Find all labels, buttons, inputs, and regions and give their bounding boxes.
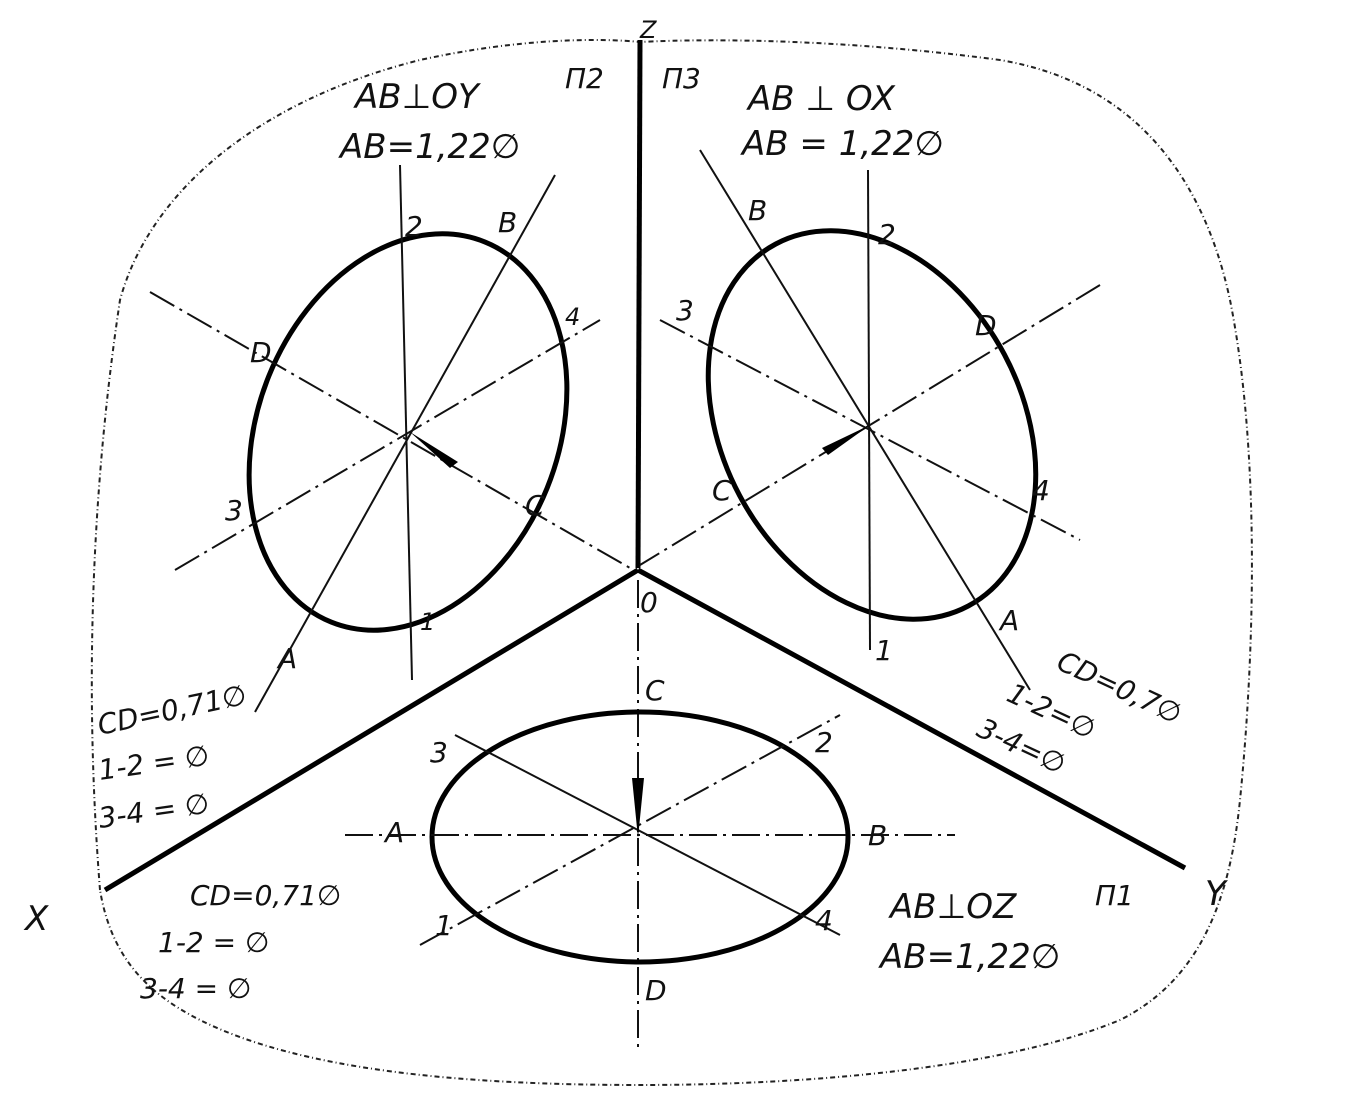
right-point-1: 1 [875,634,893,667]
left-point-1: 1 [420,608,435,636]
left-note-12: 1-2 = ∅ [96,739,211,787]
bottom-ellipse [429,709,851,965]
left-note-34: 3-4 = ∅ [96,787,211,835]
left-note-cd: CD=0,71∅ [95,678,250,742]
right-ellipse [705,228,1039,622]
left-point-b: B [498,206,517,239]
bottom-title-perp: AB⊥OZ [888,887,1017,927]
right-ellipse-group [639,149,1101,691]
left-title-length: AB=1,22∅ [338,127,520,167]
plane-p1-label: П1 [1095,879,1134,912]
left-ellipse [246,231,570,633]
bottom-ellipse-group [345,709,955,965]
bottom-34-axis [454,734,841,936]
left-center-arrow [410,432,458,468]
z-axis-line [635,39,643,569]
right-vertical-axis [867,169,871,651]
left-cd-axis [149,291,631,569]
left-point-4: 4 [565,303,580,331]
bottom-12-axis [419,714,841,946]
bottom-point-4: 4 [815,904,833,937]
left-point-2: 2 [405,210,423,243]
plane-p2-label: П2 [565,62,604,95]
bottom-point-b: B [868,819,887,852]
right-title-perp: AB ⊥ OX [746,79,896,119]
plane-p3-label: П3 [662,62,701,95]
right-point-c: C [712,474,732,507]
bottom-point-3: 3 [430,736,448,769]
left-point-a: A [276,642,297,675]
right-major-axis [699,149,1031,691]
bottom-point-1: 1 [435,909,453,942]
right-point-2: 2 [878,218,896,251]
left-34-axis [174,319,601,571]
left-point-3: 3 [225,494,243,527]
left-title-perp: AB⊥OY [353,77,481,117]
axis-z-label: Z [639,16,657,44]
left-ellipse-group [149,164,631,713]
bottom-point-c: C [645,674,665,707]
bottom-note-cd: CD=0,71∅ [190,879,341,912]
x-axis-line [103,567,640,893]
axis-y-label: Y [1205,874,1228,914]
y-axis-line [636,567,1187,871]
bottom-center-arrow [632,778,644,838]
right-point-b: B [748,194,767,227]
right-point-4: 4 [1032,474,1050,507]
bottom-note-12: 1-2 = ∅ [158,926,269,959]
bottom-point-d: D [645,974,667,1007]
bottom-title-length: AB=1,22∅ [878,937,1060,977]
right-point-3: 3 [676,294,694,327]
right-title-length: AB = 1,22∅ [740,124,944,164]
left-major-axis [254,174,556,713]
left-vertical-axis [399,164,413,681]
axis-x-label: X [23,899,49,939]
right-center-arrow [822,425,870,455]
bottom-note-34: 3-4 = ∅ [140,972,251,1005]
left-point-d: D [250,336,272,369]
bottom-point-2: 2 [815,726,833,759]
right-34-axis [659,319,1081,541]
right-point-a: A [998,604,1019,637]
origin-label: 0 [640,586,658,619]
bottom-point-a: A [383,816,404,849]
right-point-d: D [975,309,997,342]
left-point-c: C [525,489,545,522]
